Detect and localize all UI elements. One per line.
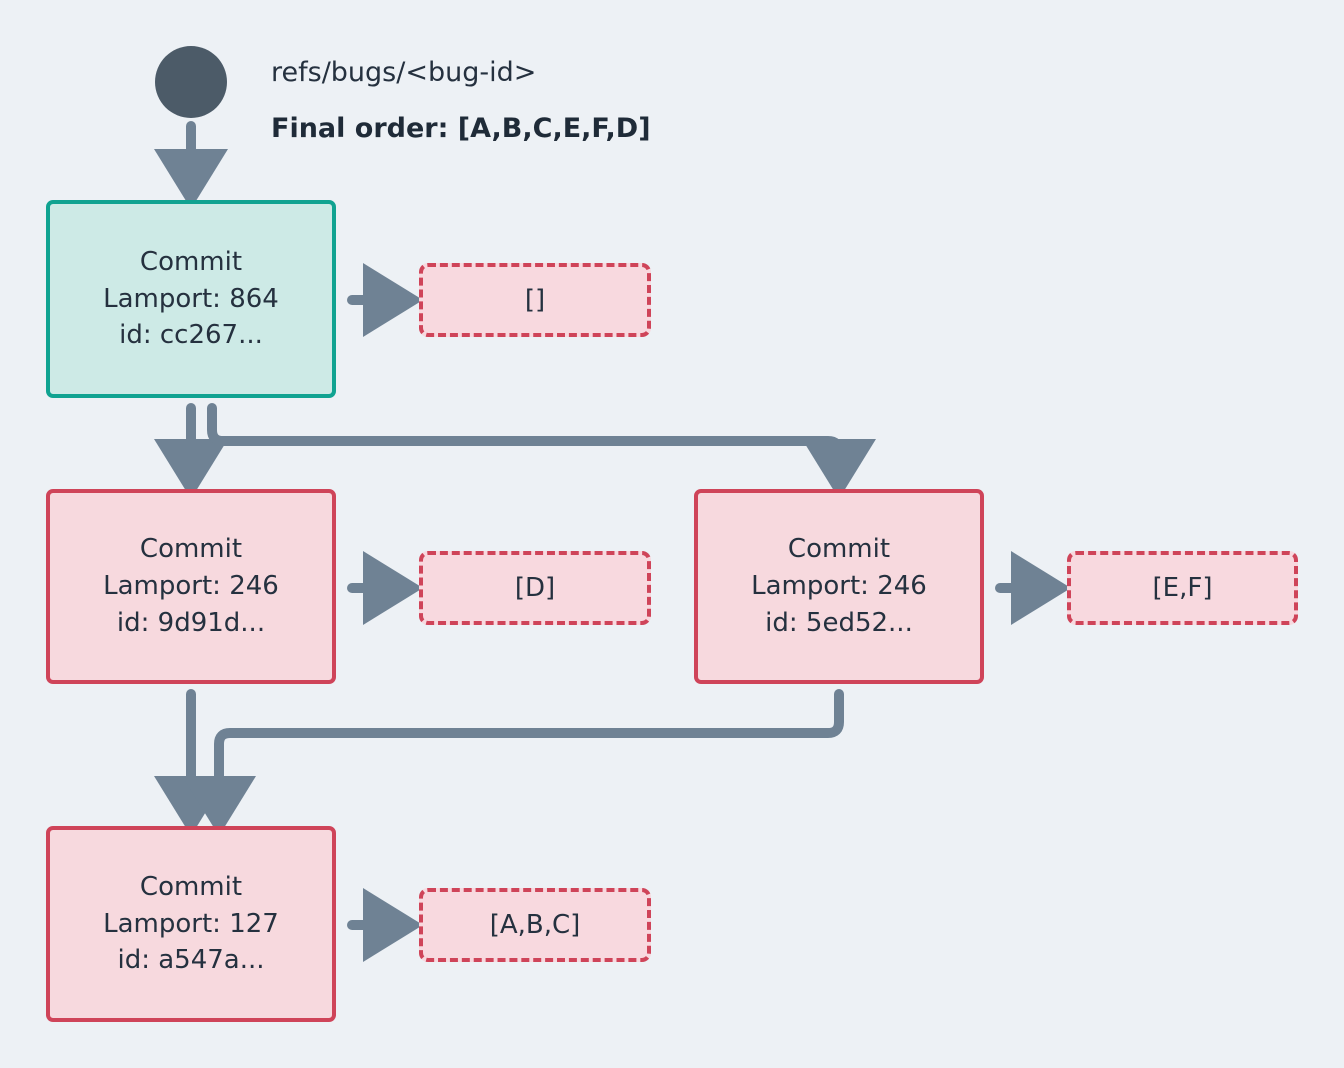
- operations-label: [A,B,C]: [489, 910, 581, 940]
- commit-id: id: 9d91d...: [116, 607, 266, 638]
- edge-5ed52-to-a547a: [182, 689, 844, 837]
- operations-label: [E,F]: [1152, 573, 1213, 603]
- commit-lamport: Lamport: 864: [103, 283, 279, 314]
- commit-id: id: 5ed52...: [765, 607, 913, 638]
- commit-lamport: Lamport: 246: [103, 571, 279, 602]
- commit-id: id: a547a...: [117, 945, 265, 976]
- commit-lamport: Lamport: 127: [103, 908, 279, 939]
- commit-title: Commit: [787, 534, 891, 565]
- final-order-label: Final order: [A,B,C,E,F,D]: [271, 113, 651, 144]
- operations-node-empty[interactable]: []: [419, 263, 651, 337]
- operations-node-ef[interactable]: [E,F]: [1067, 551, 1298, 625]
- commit-node-9d91d[interactable]: Commit Lamport: 246 id: 9d91d...: [46, 489, 336, 684]
- commit-lamport: Lamport: 246: [751, 571, 927, 602]
- commit-node-cc267[interactable]: Commit Lamport: 864 id: cc267...: [46, 200, 336, 398]
- operations-node-abc[interactable]: [A,B,C]: [419, 888, 651, 962]
- commit-node-5ed52[interactable]: Commit Lamport: 246 id: 5ed52...: [694, 489, 984, 684]
- operations-label: []: [524, 285, 546, 315]
- operations-label: [D]: [514, 573, 556, 603]
- edge-cc267-to-5ed52: [207, 403, 876, 500]
- commit-title: Commit: [139, 246, 243, 277]
- operations-node-d[interactable]: [D]: [419, 551, 651, 625]
- ref-root-node-icon: [155, 46, 227, 118]
- commit-node-a547a[interactable]: Commit Lamport: 127 id: a547a...: [46, 826, 336, 1022]
- commit-title: Commit: [139, 534, 243, 565]
- ref-path-label: refs/bugs/<bug-id>: [271, 57, 537, 88]
- commit-title: Commit: [139, 871, 243, 902]
- commit-id: id: cc267...: [119, 320, 263, 351]
